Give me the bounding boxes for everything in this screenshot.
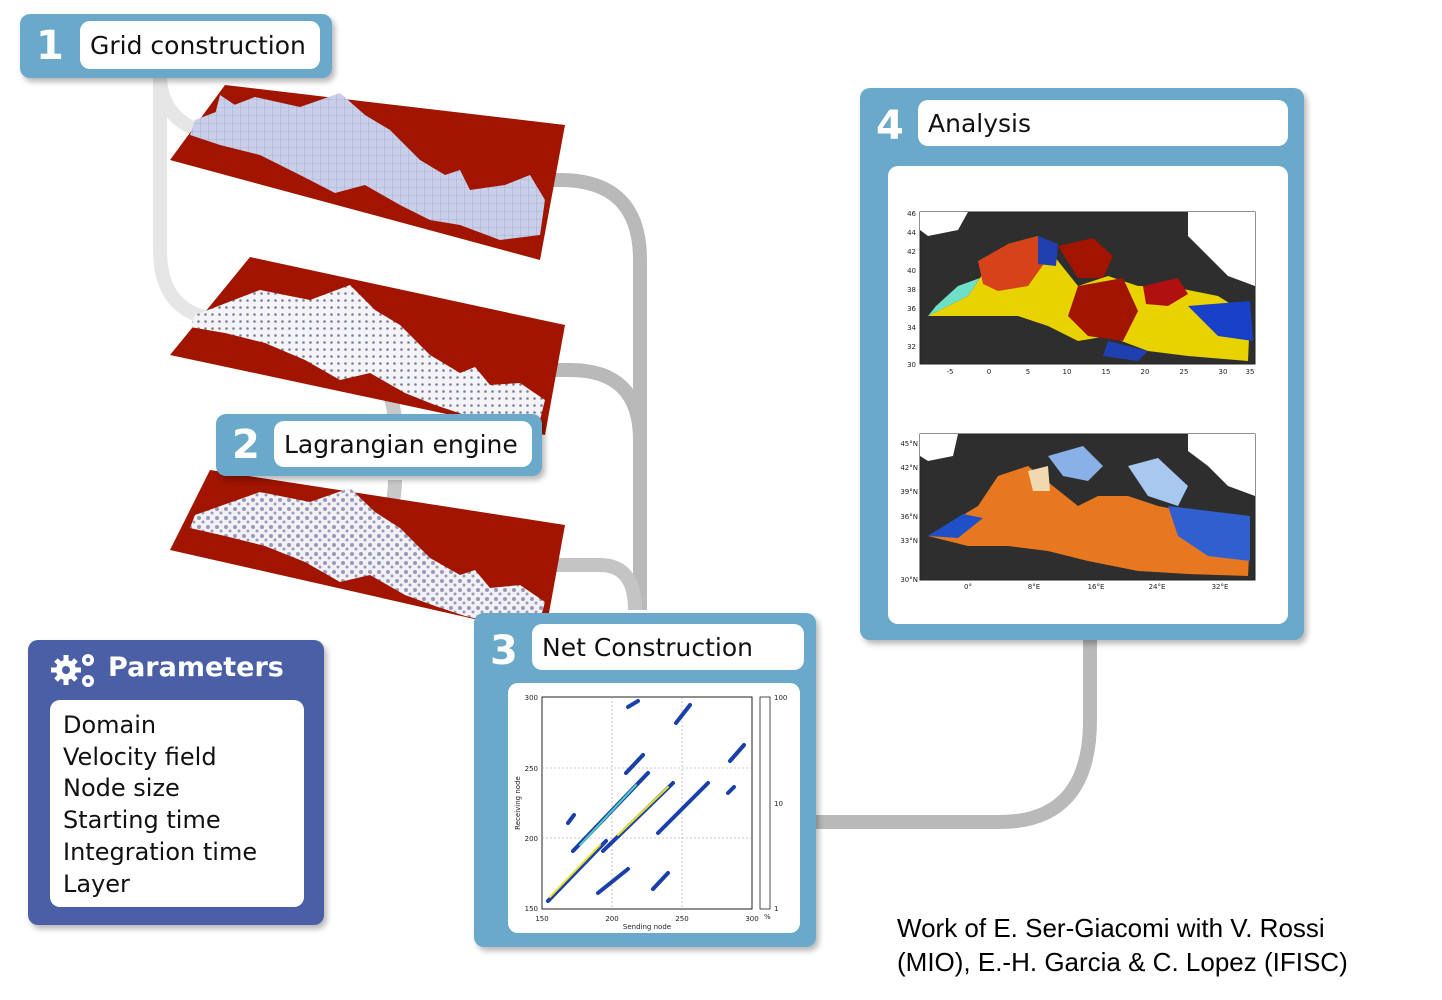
map-bottom-y-tick: 36°N [900,513,918,521]
parameter-item: Layer [63,869,130,898]
net-y-tick-150: 150 [525,905,538,913]
map-bottom-x-tick: 8°E [1028,583,1040,591]
colorbar-tick-1: 1 [774,905,778,913]
net-matrix-panel: 150 200 250 300 150 200 250 300 Sending … [508,683,800,933]
map-top-y-tick: 32 [907,343,916,351]
anomaly-map [919,433,1256,581]
map-top-x-tick: -5 [947,368,954,376]
net-ylabel: Receiving node [514,776,522,830]
map-top-x-tick: 20 [1141,368,1150,376]
colorbar-tick-100: 100 [774,694,787,702]
credit-text: Work of E. Ser-Giacomi with V. Rossi (MI… [897,911,1348,979]
net-y-tick-200: 200 [525,835,538,843]
net-x-tick-150: 150 [535,915,548,923]
map-top-y-tick: 38 [907,286,916,294]
map-bottom-x-tick: 24°E [1149,583,1166,591]
net-y-tick-250: 250 [525,765,538,773]
parameter-item: Starting time [63,806,221,835]
step-3-number: 3 [490,628,518,674]
parameters-list: Domain Velocity field Node size Starting… [50,700,304,907]
step-1-box: 1 Grid construction [20,14,332,78]
step-4-number: 4 [876,103,904,149]
map-top-y-tick: 42 [907,248,916,256]
step-3-label: Net Construction [532,624,804,670]
map-bottom-y-tick: 30°N [900,576,918,584]
parameter-item: Integration time [63,837,258,866]
map-top-y-tick: 44 [907,229,916,237]
net-xlabel: Sending node [623,923,671,931]
map-top-x-tick: 35 [1246,368,1255,376]
node-layer [170,257,565,435]
map-top-y-tick: 36 [907,305,916,313]
parameter-item: Node size [63,774,180,803]
map-top-y-tick: 46 [907,210,916,218]
net-x-tick-300: 300 [745,915,758,923]
map-bottom-y-tick: 45°N [900,440,918,448]
map-top-y-tick: 30 [907,361,916,369]
map-bottom-y-tick: 33°N [900,537,918,545]
map-top-x-tick: 25 [1180,368,1189,376]
map-top-y-tick: 40 [907,267,916,275]
map-bottom-x-tick: 32°E [1212,583,1229,591]
map-bottom-y-tick: 39°N [900,488,918,496]
analysis-panel: -5 0 5 10 15 20 25 30 35 46 44 42 40 38 … [888,166,1288,624]
map-top-y-tick: 34 [907,324,916,332]
map-bottom-x-tick: 16°E [1088,583,1105,591]
map-top-x-tick: 0 [987,368,991,376]
colorbar-tick-10: 10 [774,800,783,808]
step-4-box: 4 Analysis [860,88,1304,640]
parameter-item: Velocity field [63,742,217,771]
step-3-box: 3 Net Construction [474,613,816,947]
colorbar-unit: % [764,913,771,921]
map-bottom-y-tick: 42°N [900,464,918,472]
credit-line-1: Work of E. Ser-Giacomi with V. Rossi [897,913,1325,943]
gears-icon [51,654,94,687]
map-top-x-tick: 5 [1026,368,1030,376]
step-2-box: 2 Lagrangian engine [216,414,542,476]
map-bottom-x-tick: 0° [964,583,972,591]
partition-map [919,211,1256,365]
grid-layer [170,85,565,260]
net-x-tick-250: 250 [675,915,688,923]
parameter-item: Domain [63,711,157,739]
step-2-label: Lagrangian engine [274,421,532,467]
map-top-x-tick: 30 [1219,368,1228,376]
net-y-tick-300: 300 [525,694,538,702]
parameters-box: Parameters Domain Velocity field Node si… [28,640,324,925]
net-x-tick-200: 200 [605,915,618,923]
particle-layer [170,470,565,635]
net-matrix-plot: 150 200 250 300 150 200 250 300 Sending … [514,694,787,931]
parameters-title: Parameters [108,652,284,683]
step-2-number: 2 [232,422,260,468]
map-top-x-tick: 10 [1063,368,1072,376]
map-top-x-tick: 15 [1102,368,1111,376]
credit-line-2: (MIO), E.-H. Garcia & C. Lopez (IFISC) [897,947,1348,977]
step-1-label: Grid construction [80,21,320,69]
step-4-label: Analysis [918,100,1288,146]
step-1-number: 1 [36,23,64,69]
analysis-maps: -5 0 5 10 15 20 25 30 35 46 44 42 40 38 … [900,210,1256,591]
